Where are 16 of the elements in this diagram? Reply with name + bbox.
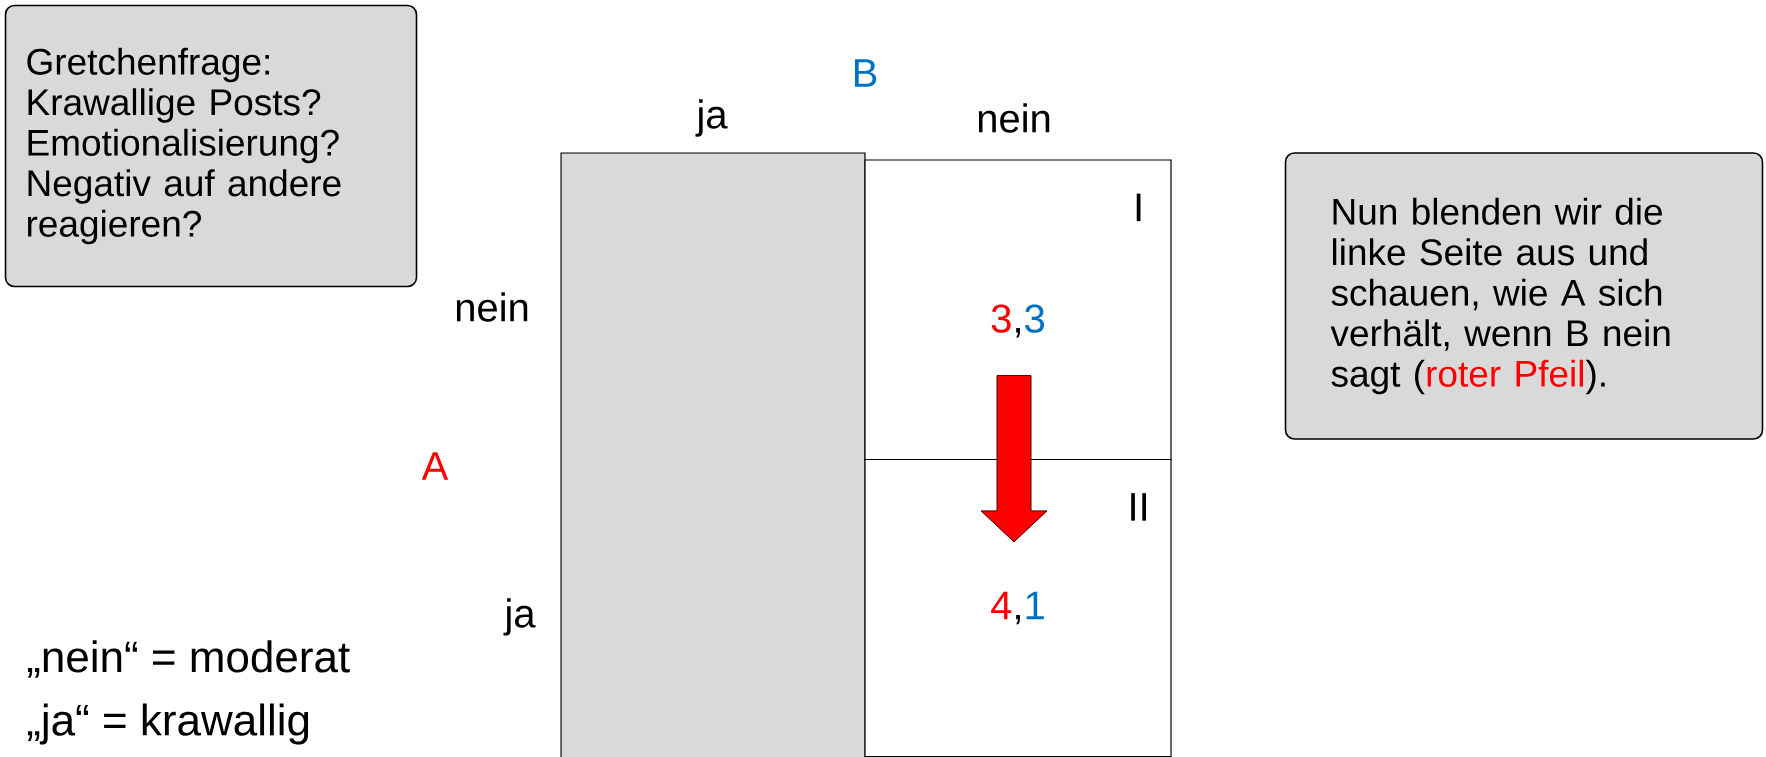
matrix-cell: I 3,3 [864,159,1172,461]
block-arrow [980,375,1048,543]
node-label: 4 [991,591,1012,620]
node-label: 1 [1026,591,1044,620]
note-box: Nun blenden wir die linke Seite aus und schauen, wie A sich verhält, wenn B nein sagt (roter Pfeil). [1284,152,1764,440]
shaded-column [560,152,866,757]
axis-label: A [421,452,449,480]
node-label: II [1131,493,1147,521]
column-header: nein [978,103,1050,133]
legend-note: „ja“ = krawallig [27,703,309,745]
axis-label: B [854,59,877,87]
matrix-cell: II 4, 1 [864,458,1172,757]
question-box: Gretchenfrage: Krawallige Posts? Emotionalisierung? Negativ auf andere reagieren? [4,4,418,288]
row-header: nein [456,292,528,322]
node-label: , [1016,614,1020,625]
legend-note: „nein“ = moderat [27,640,350,678]
